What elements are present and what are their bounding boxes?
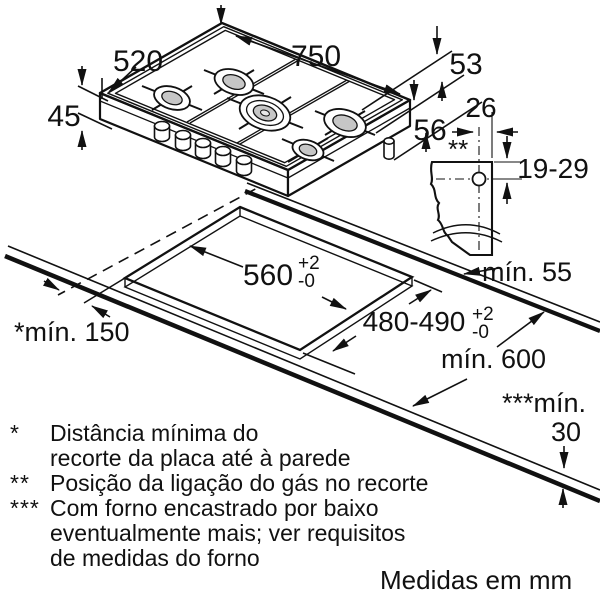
dim-560-label: 560 — [243, 259, 293, 292]
dim-480-490-tol-minus: -0 — [472, 322, 489, 343]
dim-45-label: 45 — [47, 100, 80, 133]
gas-connection-point — [471, 171, 487, 187]
dim-520-label: 520 — [113, 45, 163, 78]
hob-top-frame — [107, 26, 403, 167]
gas-connection-detail — [429, 127, 503, 257]
units-note: Medidas em mm — [380, 565, 573, 595]
footnote-line: recorte da placa até à parede — [50, 445, 351, 471]
control-knobs — [153, 120, 253, 177]
gas-inlet-foot — [383, 137, 395, 160]
countertop-front-edge-thick — [4, 253, 600, 504]
footnote-gas-position: ** Posição da ligação do gás no recorte — [10, 471, 596, 496]
countertop — [4, 171, 600, 504]
dim-min-55 — [463, 266, 500, 276]
gas-marker-label: ** — [448, 134, 468, 164]
dim-480-490-tol-plus: +2 — [472, 304, 494, 325]
worktop-cutout — [83, 205, 415, 360]
break-line — [430, 232, 503, 243]
dim-560-tol-minus: -0 — [298, 271, 315, 292]
cutout-left-edge-extension — [83, 277, 126, 304]
footnote-line: Distância mínima do — [50, 420, 259, 446]
hob-illustration — [98, 21, 412, 198]
dim-45 — [77, 66, 113, 150]
dim-19-29-label: 19-29 — [517, 153, 589, 184]
dim-min-30-marker: ***mín. — [502, 388, 586, 418]
footnote-line: Com forno encastrado por baixo — [50, 495, 379, 521]
dim-min-150-label: *mín. 150 — [14, 317, 130, 347]
dim-520 — [101, 66, 137, 99]
cutout-inner-edge — [123, 215, 414, 360]
dim-26-label: 26 — [465, 92, 496, 123]
footnote-marker: * — [10, 420, 20, 446]
dimension-lines — [42, 5, 569, 508]
dim-560-tol-plus: +2 — [298, 253, 320, 274]
footnote-marker: ** — [10, 470, 30, 496]
footnote-line: eventualmente mais; ver requisitos — [50, 520, 406, 546]
dim-min-600 — [412, 311, 545, 407]
cutout-outer-edge — [122, 205, 415, 352]
dim-53-56 — [361, 26, 483, 161]
dim-26 — [452, 112, 518, 158]
footnote-line: de medidas do forno — [50, 545, 260, 571]
burner-back-left — [213, 68, 255, 96]
hob-well — [114, 29, 396, 164]
dim-min-30-value: 30 — [551, 417, 581, 447]
footnotes: * Distância mínima do recorte da placa a… — [10, 421, 596, 571]
footnote-wall-distance: * Distância mínima do recorte da placa a… — [10, 421, 596, 471]
dim-min-150 — [42, 277, 111, 319]
burner-center-large — [238, 94, 292, 132]
dim-480-490 — [302, 279, 443, 375]
dim-560 — [189, 245, 347, 310]
dim-480-490-label: 480-490 — [363, 306, 466, 337]
dim-min-600-label: mín. 600 — [441, 344, 546, 374]
countertop-back-edge — [246, 182, 600, 323]
footnote-marker: *** — [10, 495, 40, 521]
dim-750 — [216, 5, 401, 95]
dim-min-55-label: mín. 55 — [482, 257, 572, 287]
countertop-back-edge-thick — [244, 189, 600, 333]
dim-56-label: 56 — [413, 114, 446, 147]
countertop-front-edge — [7, 245, 600, 491]
burner-right — [323, 108, 367, 138]
footnote-oven-below: *** Com forno encastrado por baixo event… — [10, 496, 596, 571]
dim-53-label: 53 — [449, 48, 482, 81]
dim-min-30 — [558, 446, 569, 508]
dimension-labels: 750 520 45 53 56 26 ** 19-29 mín. 55 560… — [14, 40, 589, 447]
dim-750-label: 750 — [291, 40, 341, 73]
burner-front — [291, 138, 325, 162]
wall-projection-dashed-line — [57, 171, 288, 296]
burner-left — [153, 85, 191, 111]
break-line — [432, 224, 501, 235]
footnote-line: Posição da ligação do gás no recorte — [50, 470, 429, 496]
dim-19-29 — [494, 136, 522, 204]
